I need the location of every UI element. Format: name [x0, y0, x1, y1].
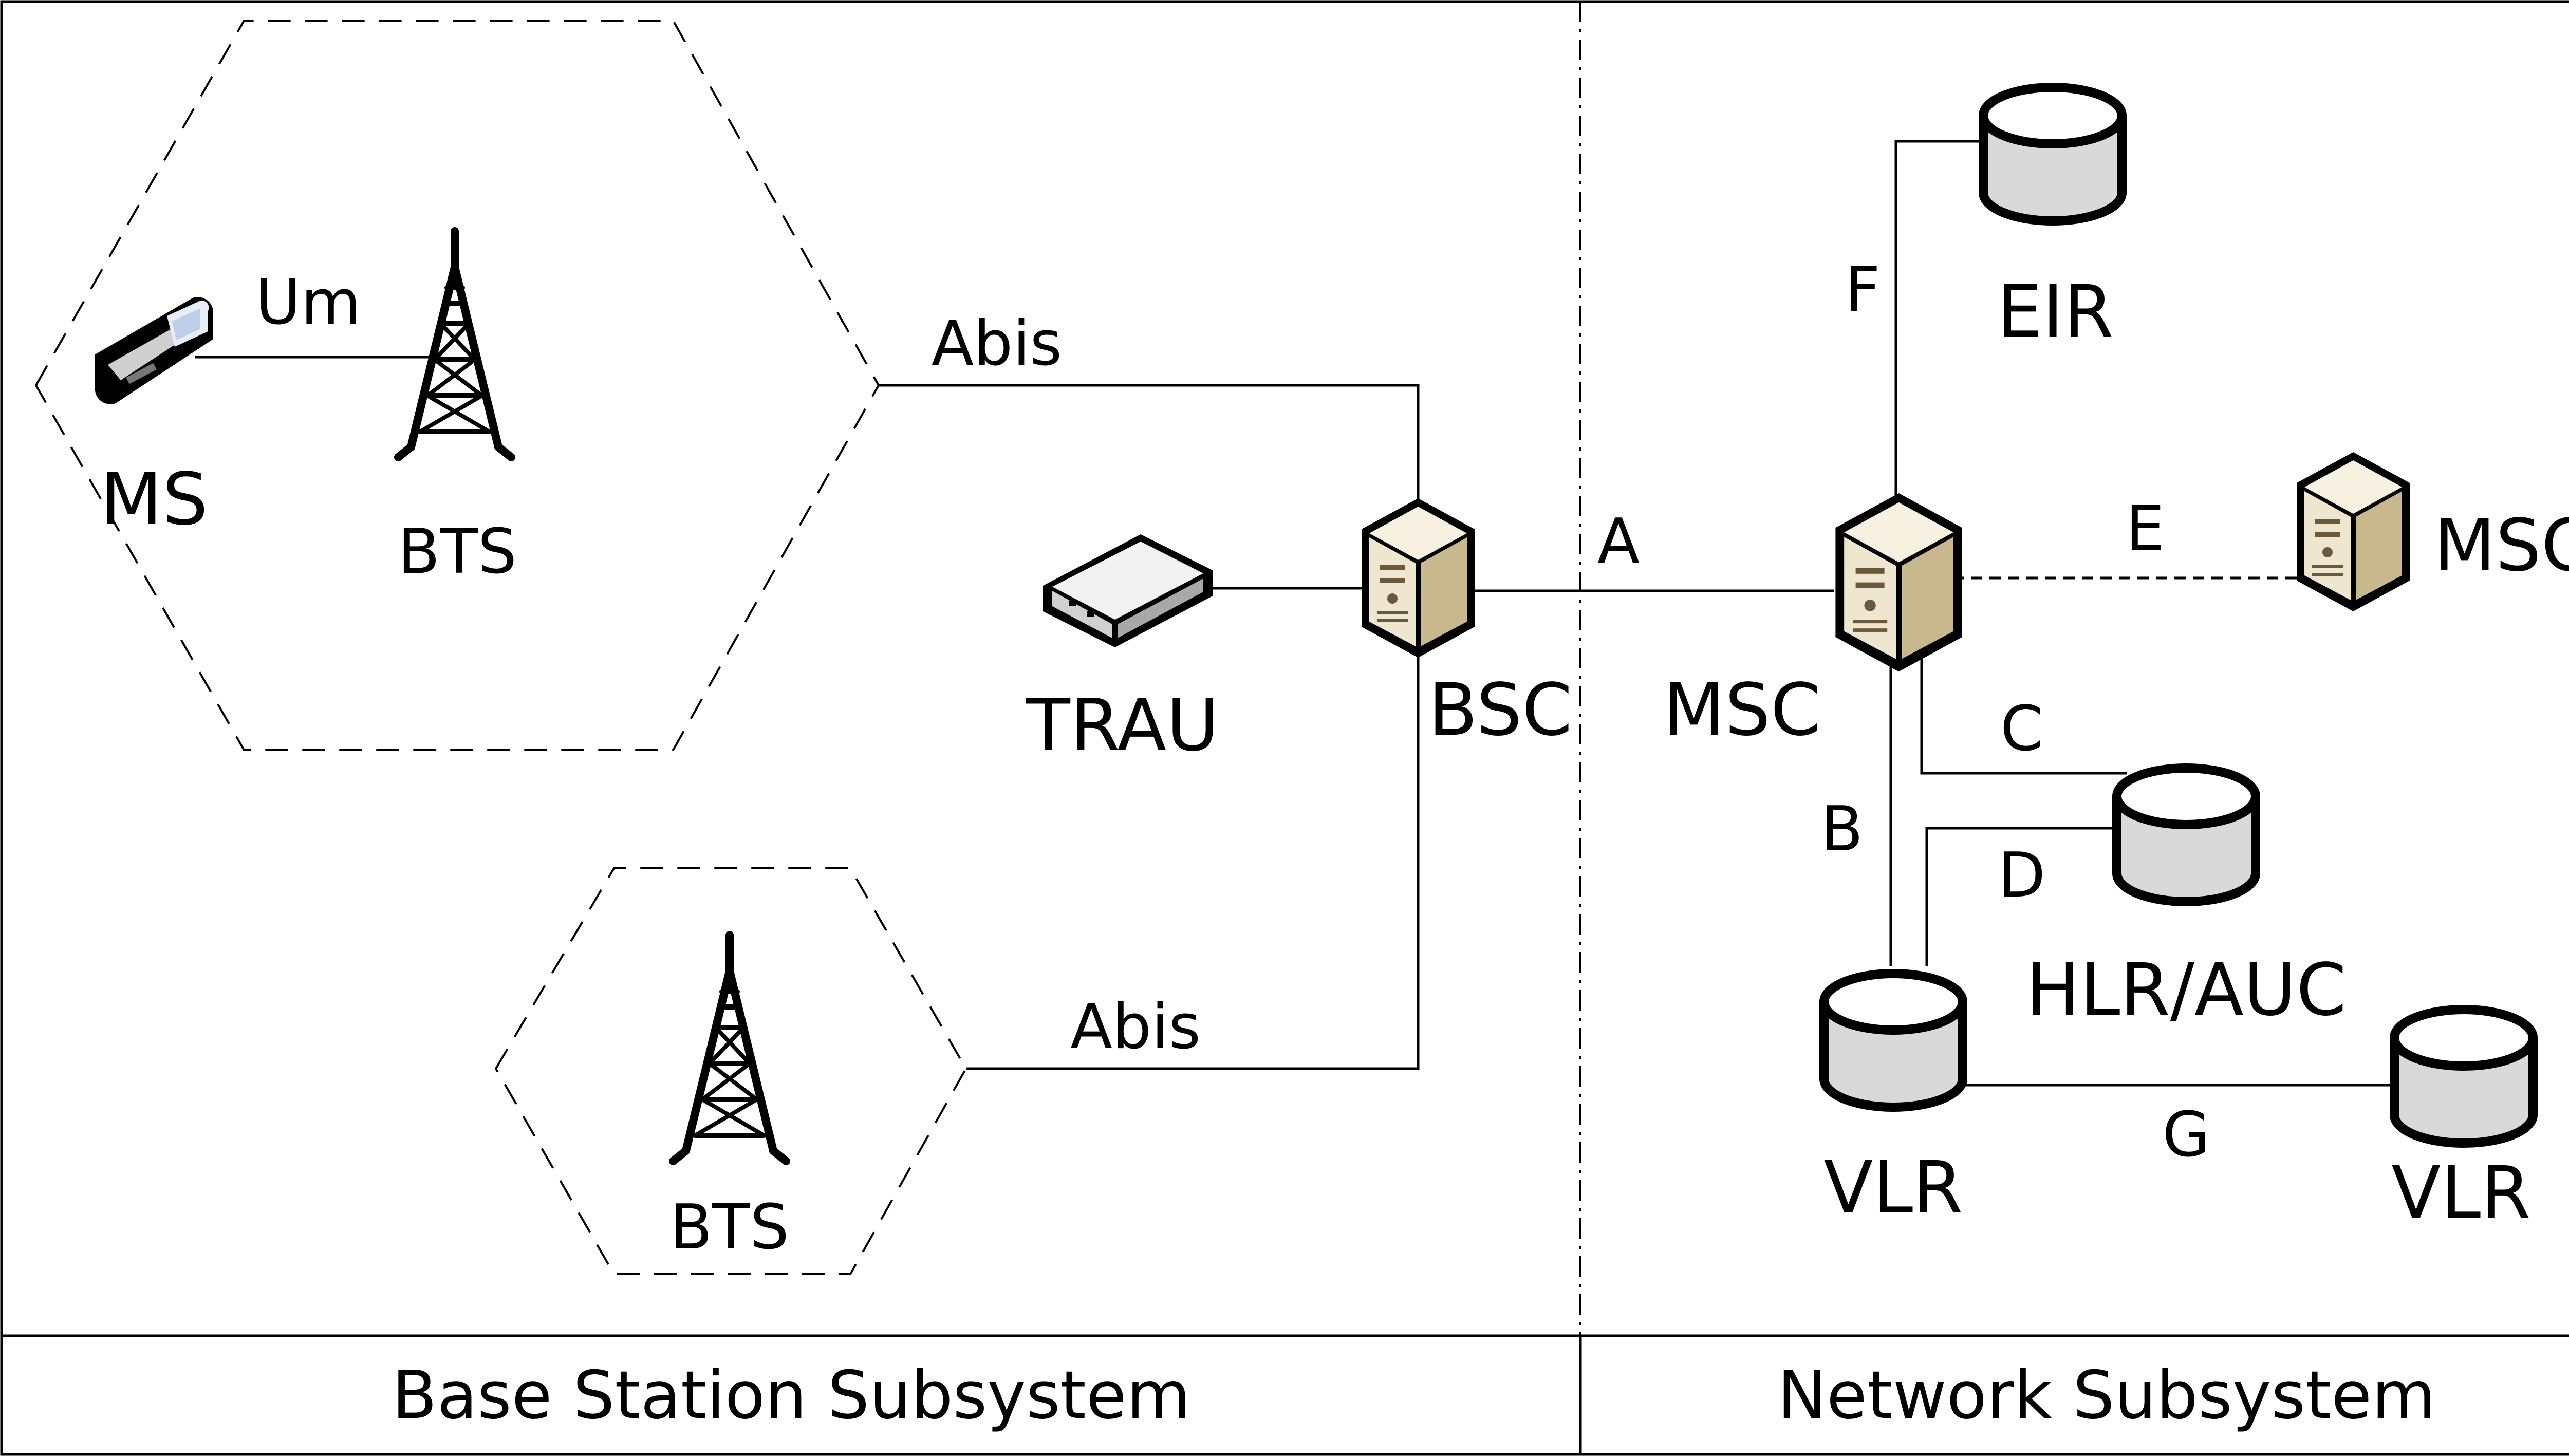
network-subsystem-label: Network Subsystem	[1777, 1357, 2436, 1434]
cell-tower-icon	[398, 231, 511, 457]
msc-main-label: MSC	[1663, 668, 1820, 752]
hlr-auc-label: HLR/AUC	[2026, 948, 2347, 1032]
g-interface-label: G	[2163, 1099, 2210, 1171]
network-device-icon	[1043, 534, 1213, 647]
abis-link-bottom	[966, 637, 1420, 1070]
database-cylinder-icon	[2117, 768, 2256, 902]
database-cylinder-icon	[1983, 87, 2122, 221]
e-interface-label: E	[2126, 493, 2165, 565]
ms-label: MS	[100, 458, 208, 542]
vlr-right-label: VLR	[2391, 1151, 2530, 1235]
mobile-phone-icon	[95, 297, 214, 404]
abis-top-label: Abis	[932, 308, 1062, 380]
um-label: Um	[256, 267, 361, 339]
vlr-left-label: VLR	[1823, 1146, 1963, 1230]
c-interface-label: C	[2000, 694, 2043, 765]
database-cylinder-icon	[1824, 974, 1963, 1107]
trau-label: TRAU	[1026, 684, 1219, 768]
f-interface-label: F	[1845, 254, 1880, 326]
abis-link-top	[879, 384, 1420, 529]
cell-tower-icon	[673, 935, 786, 1161]
abis-bottom-label: Abis	[1070, 992, 1201, 1063]
f-link	[1894, 140, 1983, 503]
server-icon	[1362, 498, 1475, 658]
a-interface-label: A	[1597, 506, 1640, 577]
d-interface-label: D	[1998, 840, 2045, 911]
database-cylinder-icon	[2394, 1010, 2533, 1143]
cell-hexagon-bottom	[494, 867, 967, 1275]
base-station-subsystem-label: Base Station Subsystem	[392, 1357, 1191, 1434]
c-link	[1920, 658, 2127, 775]
d-link	[1925, 827, 2117, 966]
bts-top-label: BTS	[398, 516, 517, 588]
msc-remote-label: MSC	[2433, 504, 2569, 588]
cell-hexagon-top	[34, 20, 880, 751]
bts-bottom-label: BTS	[670, 1192, 789, 1263]
server-icon	[1835, 493, 1962, 672]
server-icon	[2297, 452, 2410, 611]
bsc-label: BSC	[1428, 668, 1572, 752]
b-interface-label: B	[1821, 794, 1863, 865]
eir-label: EIR	[1997, 270, 2113, 354]
